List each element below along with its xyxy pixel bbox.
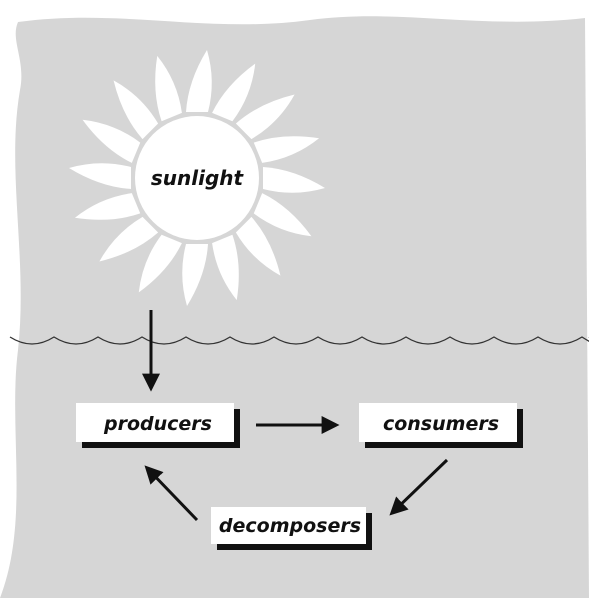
sun-rays [69, 50, 325, 306]
consumers-box: consumers [359, 403, 523, 448]
sun-ray [263, 167, 325, 193]
sun-ray [235, 216, 281, 276]
sun-ray [186, 50, 212, 112]
sun-label: sunlight [151, 166, 245, 190]
decomposers-box: decomposers [211, 507, 372, 550]
sun-ray [99, 216, 159, 262]
sun-ray [138, 234, 182, 293]
sun-ray [212, 63, 256, 122]
water-surface-waves [9, 336, 589, 345]
consumers-label: consumers [383, 413, 499, 435]
consumers-box-fill [359, 403, 517, 442]
sun-ray [82, 119, 141, 163]
producers-box: producers [76, 403, 240, 448]
consumers-to-decomposers-arrow [389, 458, 449, 516]
sun-icon [135, 116, 259, 240]
decomposers-to-producers-arrow [144, 465, 199, 522]
decomposers-label: decomposers [219, 515, 361, 537]
producers-label: producers [103, 413, 212, 435]
decomposers-box-fill [211, 507, 366, 544]
sun-ray [74, 193, 141, 220]
sun-ray [212, 234, 239, 301]
sun-ray [253, 193, 312, 237]
sun-ray [253, 136, 320, 163]
sun-ray [155, 55, 182, 122]
sun-ray [182, 244, 208, 306]
sun-ray [235, 94, 295, 140]
sun-ray [69, 163, 131, 189]
producers-box-fill [76, 403, 234, 442]
sun-ray [113, 80, 159, 140]
